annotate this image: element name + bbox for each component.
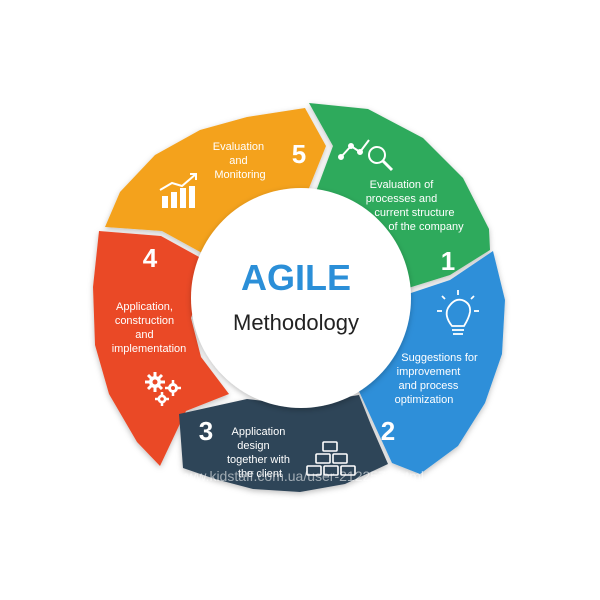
gears-icon bbox=[145, 372, 181, 406]
segment-3-line-1: Application bbox=[232, 426, 286, 438]
segment-2-line-3: and process bbox=[399, 380, 459, 392]
segment-3-line-4: the client bbox=[238, 468, 282, 480]
lightbulb-icon bbox=[437, 290, 479, 335]
segment-3: 3 Application design together with the c… bbox=[199, 416, 356, 480]
center-title: AGILE bbox=[241, 257, 351, 298]
watermark: www.kidstaff.com.ua/user-2122577.html bbox=[175, 468, 424, 484]
segment-5-line-1: Evaluation bbox=[213, 141, 264, 153]
segment-2-line-1: Suggestions for bbox=[401, 352, 478, 364]
segment-4-line-1: Application, bbox=[116, 301, 173, 313]
center-subtitle: Methodology bbox=[233, 310, 359, 335]
segment-2-number: 2 bbox=[381, 416, 395, 446]
segment-5-shape bbox=[105, 108, 326, 259]
segment-1-line-3: current structure bbox=[374, 207, 454, 219]
segment-5-line-2: and bbox=[229, 155, 247, 167]
svg-text:Application, constructio: Application, construction and implementa… bbox=[112, 301, 187, 355]
segment-1-line-1: Evaluation of bbox=[370, 179, 435, 191]
segment-1-number: 1 bbox=[441, 246, 455, 276]
segment-2-line-4: optimization bbox=[395, 394, 454, 406]
svg-text:Application design: Application design together with the cli… bbox=[227, 426, 293, 480]
segment-1: Evaluation of processes and current stru… bbox=[338, 139, 464, 276]
magnifier-graph-icon bbox=[338, 139, 394, 172]
segment-2: Suggestions for improvement and process … bbox=[381, 290, 481, 446]
segment-4: 4 Application, construction and implemen… bbox=[112, 243, 187, 406]
segment-5-line-3: Monitoring bbox=[214, 169, 265, 181]
segment-1-line-4: of the company bbox=[388, 221, 464, 233]
segment-1-shape bbox=[309, 103, 490, 294]
bar-chart-icon bbox=[159, 173, 197, 208]
segment-4-line-4: implementation bbox=[112, 343, 187, 355]
segment-3-line-2: design bbox=[237, 440, 269, 452]
center-circle bbox=[191, 188, 411, 408]
segment-4-line-2: construction bbox=[115, 315, 174, 327]
segment-5-number: 5 bbox=[292, 139, 306, 169]
segment-5: 5 Evaluation and Monitoring bbox=[159, 139, 306, 208]
svg-text:Suggestions for improvem: Suggestions for improvement and process … bbox=[395, 352, 481, 406]
segment-1-line-2: processes and bbox=[366, 193, 438, 205]
segment-3-line-3: together with bbox=[227, 454, 290, 466]
segment-3-shape bbox=[179, 395, 388, 492]
svg-text:Evaluation and Mon: Evaluation and Monitoring bbox=[213, 141, 267, 181]
segment-3-number: 3 bbox=[199, 416, 213, 446]
segment-2-line-2: improvement bbox=[397, 366, 461, 378]
bricks-icon bbox=[306, 441, 356, 476]
segment-4-line-3: and bbox=[135, 329, 153, 341]
svg-text:Evaluation of processes: Evaluation of processes and current stru… bbox=[366, 179, 464, 233]
segment-4-number: 4 bbox=[143, 243, 158, 273]
